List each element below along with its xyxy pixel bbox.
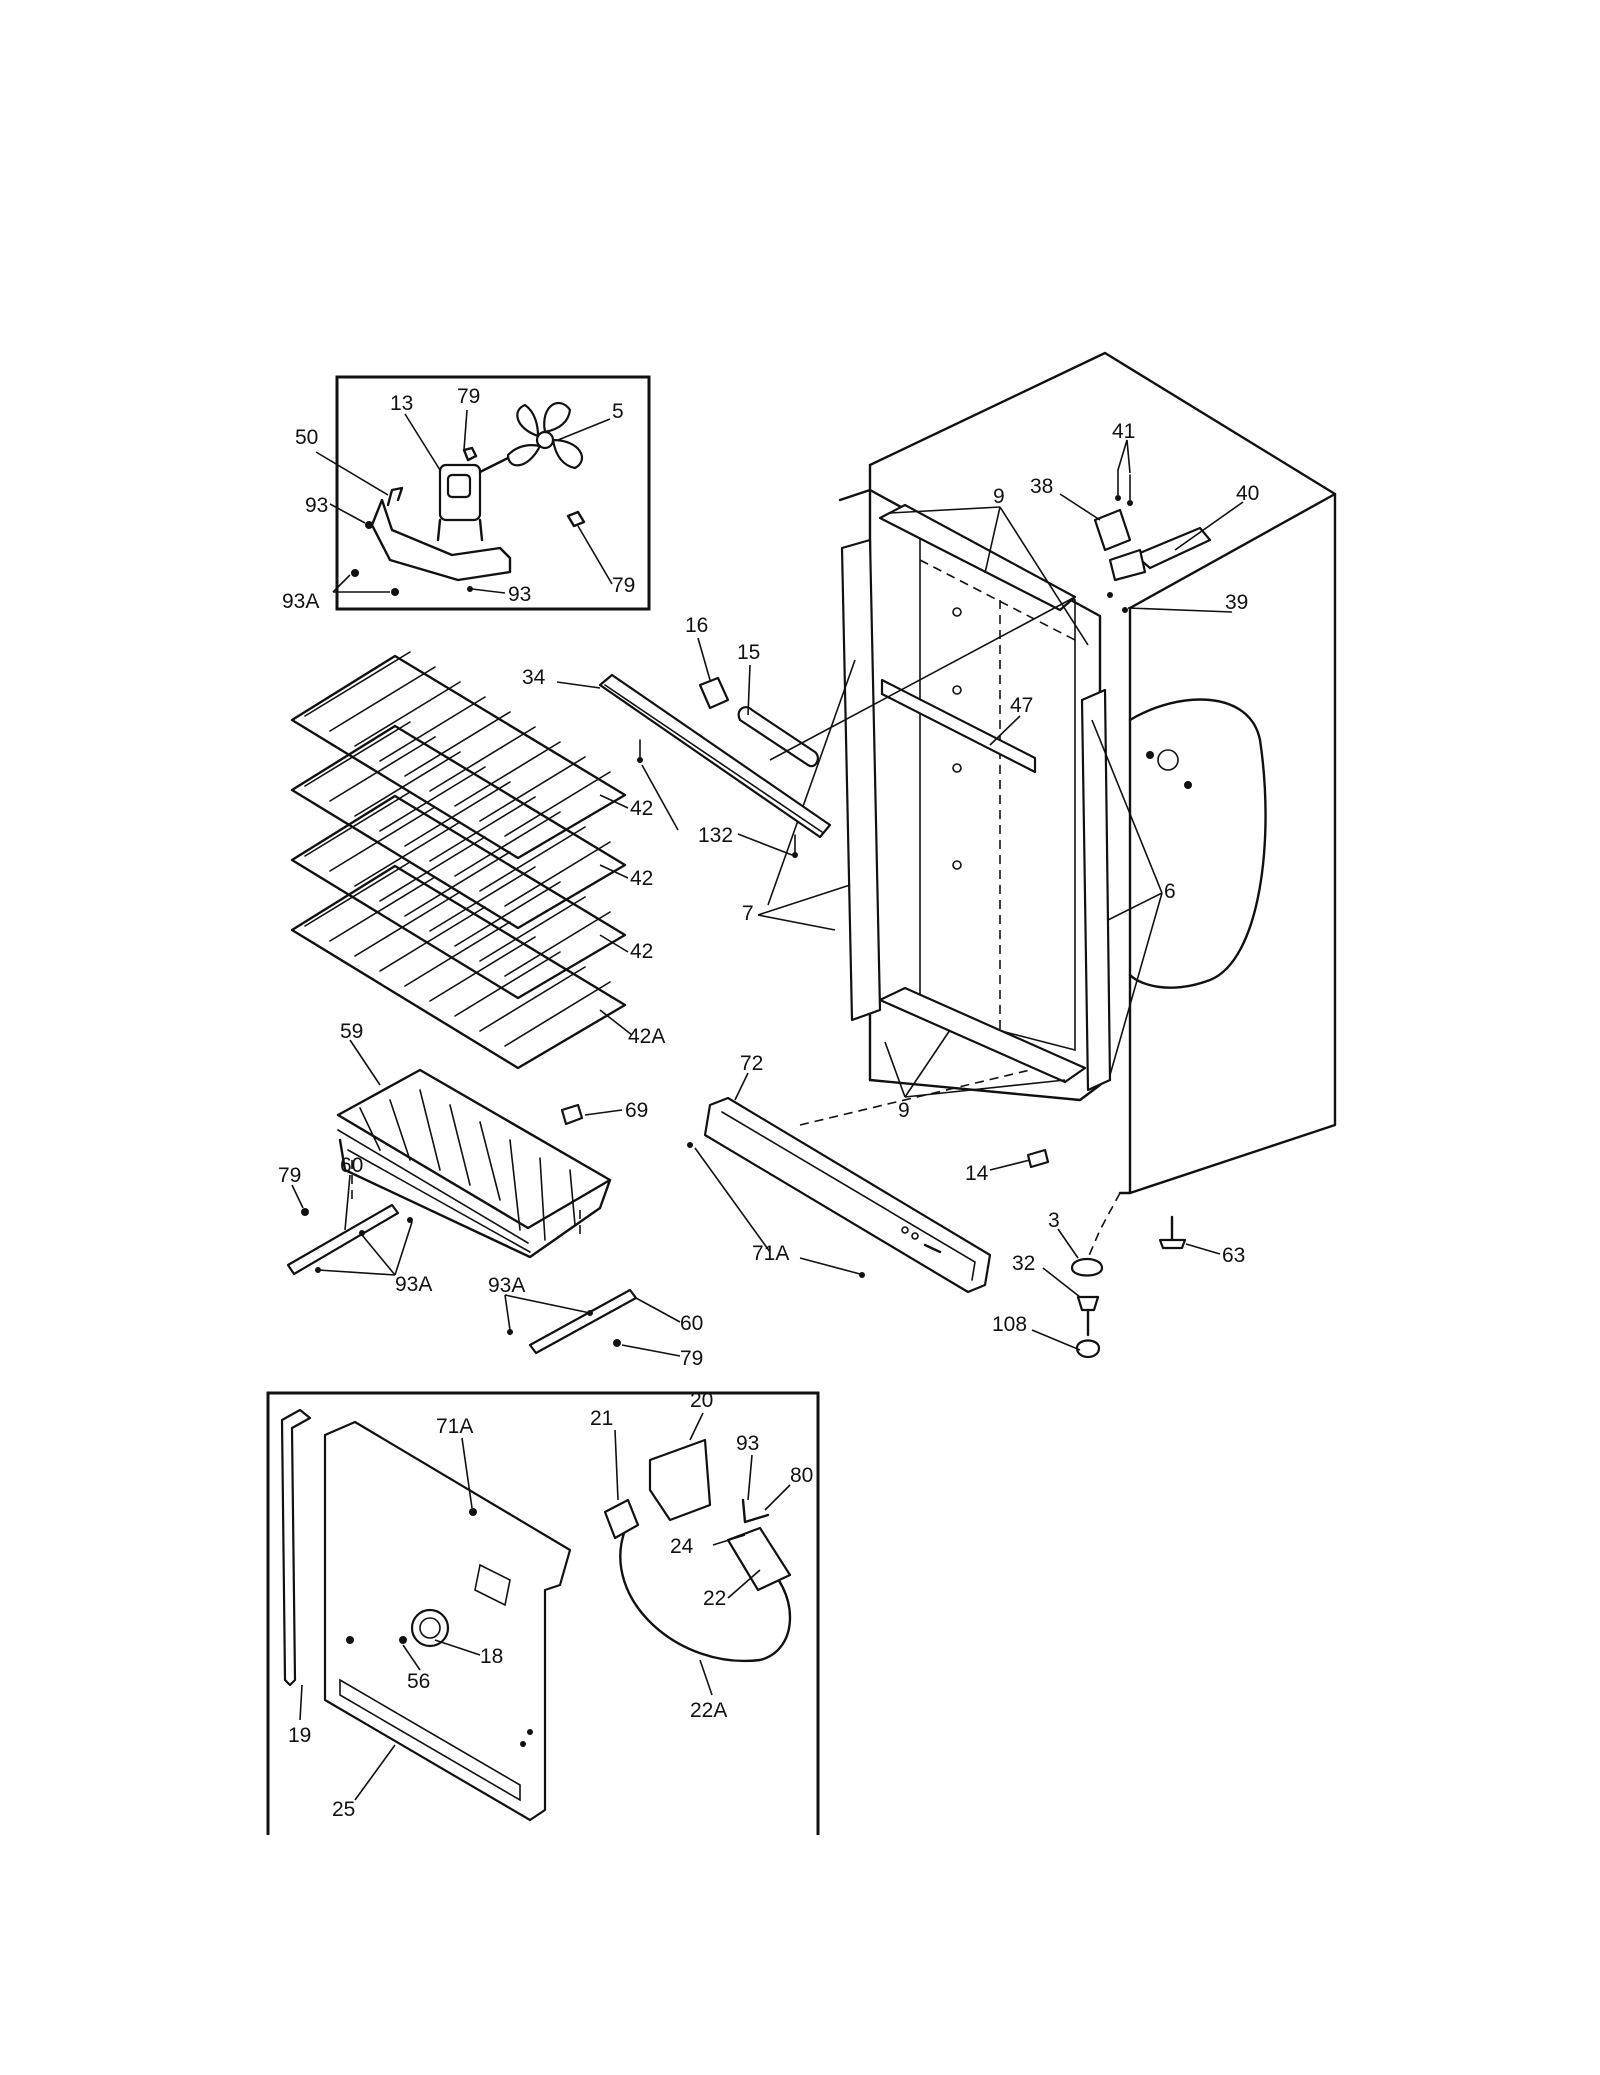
callout-79: 79 <box>278 1164 301 1187</box>
callout-41: 41 <box>1112 420 1135 443</box>
callout-108: 108 <box>992 1313 1027 1336</box>
callout-3: 3 <box>1048 1209 1060 1232</box>
callout-60: 60 <box>340 1154 363 1177</box>
callout-24: 24 <box>670 1535 694 1558</box>
callout-13: 13 <box>390 392 413 415</box>
wire-basket <box>336 1039 623 1259</box>
callout-93A: 93A <box>488 1274 525 1297</box>
callout-39: 39 <box>1225 591 1248 614</box>
callout-34: 34 <box>522 666 546 689</box>
callout-9: 9 <box>993 485 1005 508</box>
shelf-1 <box>290 651 627 860</box>
callout-79: 79 <box>612 574 635 597</box>
callout-14: 14 <box>965 1162 989 1185</box>
callout-42A: 42A <box>628 1025 665 1048</box>
callout-71A: 71A <box>752 1242 789 1265</box>
callout-7: 7 <box>742 902 754 925</box>
callout-40: 40 <box>1236 482 1259 505</box>
callout-63: 63 <box>1222 1244 1245 1267</box>
callout-6: 6 <box>1164 880 1176 903</box>
fan-blade-icon <box>506 401 584 470</box>
drain-assembly-inset <box>266 1391 820 1835</box>
callout-19: 19 <box>288 1724 311 1747</box>
callout-93A: 93A <box>282 590 319 613</box>
callout-42: 42 <box>630 867 653 890</box>
rail-assembly <box>556 596 1076 858</box>
callout-72: 72 <box>740 1052 763 1075</box>
wire-shelves <box>290 651 633 1070</box>
callout-20: 20 <box>690 1389 713 1412</box>
callout-22A: 22A <box>690 1699 727 1722</box>
callout-79: 79 <box>457 385 480 408</box>
callout-93: 93 <box>736 1432 759 1455</box>
callout-labels: 13 79 5 50 93 79 93A 93 41 38 40 9 39 16… <box>278 385 1259 1821</box>
callout-15: 15 <box>737 641 760 664</box>
callout-69: 69 <box>625 1099 648 1122</box>
callout-42: 42 <box>630 797 653 820</box>
shelf-4 <box>290 861 627 1070</box>
callout-59: 59 <box>340 1020 363 1043</box>
callout-16: 16 <box>685 614 708 637</box>
freezer-cabinet <box>757 351 1337 1359</box>
callout-93A: 93A <box>395 1273 432 1296</box>
callout-56: 56 <box>407 1670 430 1693</box>
callout-132: 132 <box>698 824 733 847</box>
kickplate <box>687 1069 1031 1294</box>
fan-motor-inset <box>315 375 651 611</box>
callout-47: 47 <box>1010 694 1033 717</box>
callout-21: 21 <box>590 1407 613 1430</box>
callout-25: 25 <box>332 1798 355 1821</box>
callout-38: 38 <box>1030 475 1053 498</box>
callout-93: 93 <box>305 494 328 517</box>
callout-80: 80 <box>790 1464 813 1487</box>
callout-79: 79 <box>680 1347 703 1370</box>
callout-42: 42 <box>630 940 653 963</box>
callout-71A: 71A <box>436 1415 473 1438</box>
callout-93: 93 <box>508 583 531 606</box>
callout-5: 5 <box>612 400 624 423</box>
shelf-2 <box>290 721 627 930</box>
callout-18: 18 <box>480 1645 503 1668</box>
callout-22: 22 <box>703 1587 726 1610</box>
callout-60: 60 <box>680 1312 703 1335</box>
shelf-3 <box>290 791 627 1000</box>
callout-32: 32 <box>1012 1252 1035 1275</box>
basket-slides <box>286 1160 681 1357</box>
callout-9: 9 <box>898 1099 910 1122</box>
callout-50: 50 <box>295 426 318 449</box>
